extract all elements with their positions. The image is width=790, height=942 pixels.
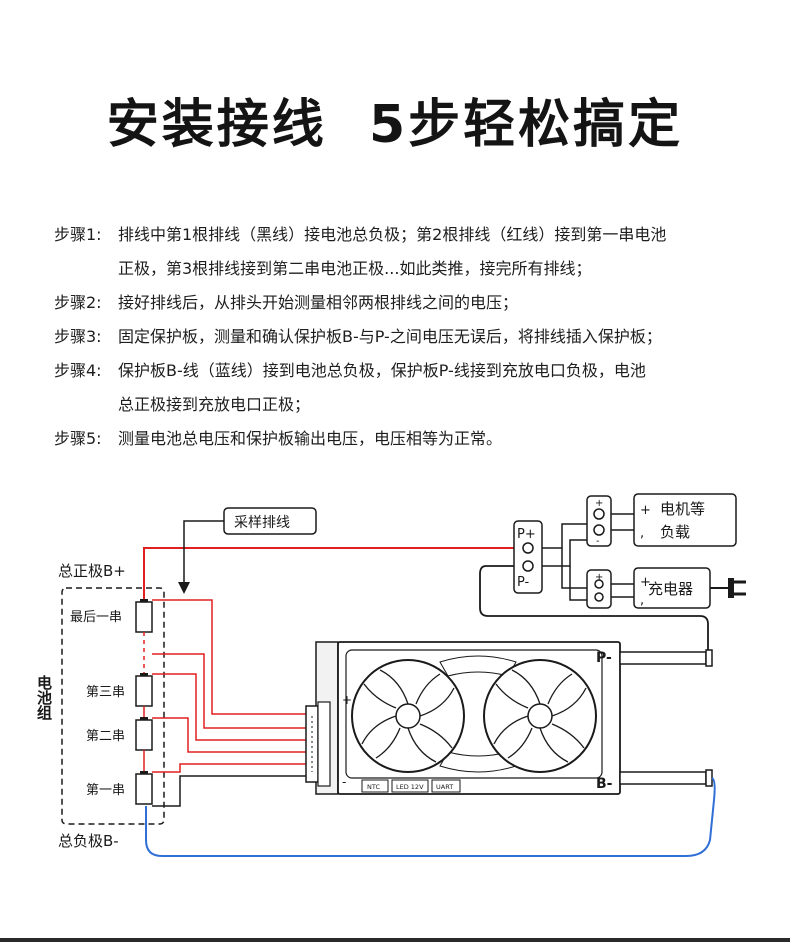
port-ntc-label: NTC: [367, 783, 380, 791]
total-positive-label: 总正极B+: [58, 562, 126, 580]
p-minus-lead: [619, 651, 707, 665]
svg-text:+: +: [640, 575, 651, 590]
battery-pack-label: 电池组: [35, 674, 53, 720]
page-title: 安装接线 5步轻松搞定: [106, 95, 684, 155]
step-text: 总正极接到充放电口正极；: [118, 395, 311, 414]
plug-icon: [710, 578, 746, 598]
motor-label: 电机等: [660, 500, 705, 518]
p-minus-wire: [479, 565, 709, 652]
step-label: 步骤5:: [54, 429, 102, 448]
step-1: 步骤1: 排线中第1根排线（黑线）接电池总负极；第2根排线（红线）接到第一串电池: [54, 218, 754, 252]
battery-cell-third: 第三串: [86, 673, 153, 707]
cell-label: 最后一串: [70, 610, 122, 625]
step-text: 测量电池总电压和保护板输出电压，电压相等为正常。: [118, 429, 503, 448]
positive-main-wire: [143, 547, 514, 599]
arrow-down-icon: [178, 582, 190, 594]
step-text: 接好排线后，从排头开始测量相邻两根排线之间的电压；: [118, 293, 519, 312]
b-minus-lead: [619, 771, 707, 785]
step-3: 步骤3: 固定保护板，测量和确认保护板B-与P-之间电压无误后，将排线插入保护板；: [54, 320, 754, 354]
output-port-block: [513, 520, 543, 594]
battery-cell-second: 第二串: [86, 717, 153, 751]
cell-label: 第二串: [86, 729, 125, 744]
step-text: 固定保护板，测量和确认保护板B-与P-之间电压无误后，将排线插入保护板；: [118, 327, 662, 346]
step-text: 正极，第3根排线接到第二串电池正极...如此类推，接完所有排线；: [118, 259, 592, 278]
step-1-cont: 正极，第3根排线接到第二串电池正极...如此类推，接完所有排线；: [54, 252, 754, 286]
svg-text:-: -: [596, 536, 600, 547]
battery-cell-first: 第一串: [86, 771, 153, 805]
charger-label: 充电器: [648, 580, 693, 598]
svg-text:+: +: [595, 572, 603, 583]
cell-label: 第一串: [86, 783, 125, 798]
board-plus-label: +: [342, 693, 352, 707]
step-text: 保护板B-线（蓝线）接到电池总负极，保护板P-线接到充放电口负极，电池: [118, 361, 646, 380]
b-minus-wire: [145, 777, 716, 857]
battery-pack-outline: [61, 587, 165, 825]
port-led-label: LED 12V: [396, 783, 424, 791]
cell-label: 第三串: [86, 685, 125, 700]
step-5: 步骤5: 测量电池总电压和保护板输出电压，电压相等为正常。: [54, 422, 754, 456]
motor-load-box: [633, 493, 737, 547]
sampling-cable-label: 采样排线: [234, 515, 290, 531]
charger-connector: [586, 569, 612, 609]
fan-icon: [351, 659, 465, 773]
port-p-plus-label: P+: [517, 527, 536, 542]
total-negative-label: 总负极B-: [58, 832, 119, 850]
port-p-minus-label: P-: [517, 575, 530, 590]
protection-board: P- B- + - NTC LED 12V UART: [315, 641, 621, 795]
svg-text:,: ,: [640, 526, 644, 541]
step-label: 步骤3:: [54, 327, 102, 346]
battery-cell-last: 最后一串: [70, 599, 153, 633]
svg-text:+: +: [640, 503, 651, 518]
motor-connector: [586, 495, 612, 547]
sampling-wire-negative: [152, 775, 306, 807]
board-p-minus-label: P-: [596, 650, 612, 666]
svg-text:,: ,: [640, 593, 644, 608]
step-label: 步骤1:: [54, 225, 102, 244]
step-text: 排线中第1根排线（黑线）接电池总负极；第2根排线（红线）接到第一串电池: [118, 225, 667, 244]
steps-list: 步骤1:排线中第1根排线（黑线）接电池总负极；第2根排线（红线）接到第一串电池 …: [54, 218, 754, 456]
step-4: 步骤4: 保护板B-线（蓝线）接到电池总负极，保护板P-线接到充放电口负极，电池: [54, 354, 754, 388]
fan-icon: [483, 659, 597, 773]
sampling-wires: [152, 599, 306, 773]
port-uart-label: UART: [436, 783, 453, 791]
step-label: 步骤2:: [54, 293, 102, 312]
step-2: 步骤2: 接好排线后，从排头开始测量相邻两根排线之间的电压；: [54, 286, 754, 320]
motor-label-2: 负载: [660, 523, 690, 541]
step-label: 步骤4:: [54, 361, 102, 380]
board-b-minus-label: B-: [596, 776, 613, 792]
bottom-divider: [0, 938, 790, 942]
svg-text:+: +: [595, 498, 603, 509]
step-4-cont: 总正极接到充放电口正极；: [54, 388, 754, 422]
board-minus-label: -: [342, 775, 346, 789]
